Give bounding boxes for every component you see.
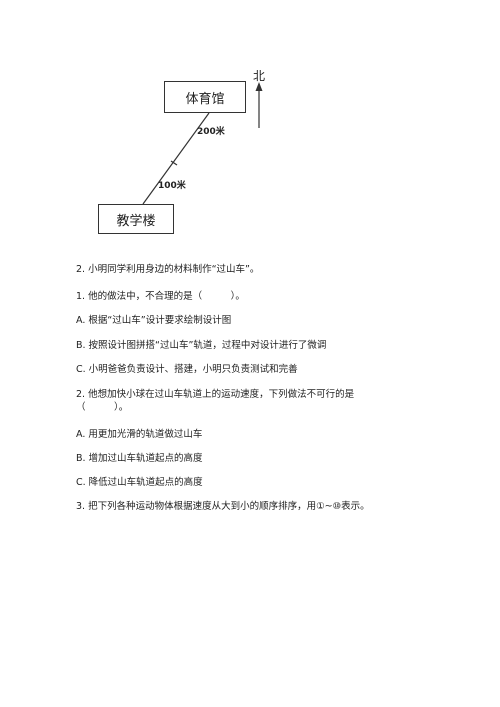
question-2-title: 2. 小明同学利用身边的材料制作“过山车”。 <box>76 264 260 275</box>
gym-box: 体育馆 <box>164 81 246 113</box>
direction-distance-diagram: 体育馆 教学楼 200米 100米 北 <box>0 0 500 245</box>
gym-label: 体育馆 <box>185 91 225 107</box>
question-2-1: 1. 他的做法中，不合理的是（ ）。 <box>76 291 245 302</box>
diagram-lines <box>142 82 263 205</box>
question-2-1-option-a: A. 根据“过山车”设计要求绘制设计图 <box>76 315 232 326</box>
route-line <box>142 112 210 205</box>
teaching-building-label: 教学楼 <box>116 213 156 229</box>
north-label: 北 <box>253 69 266 83</box>
distance-label-lower: 100米 <box>158 181 186 191</box>
question-2-1-option-b: B. 按照设计图拼搭“过山车”轨道，过程中对设计进行了微调 <box>76 340 327 351</box>
scale-tick <box>170 160 178 166</box>
distance-label-upper: 200米 <box>197 127 225 137</box>
question-3: 3. 把下列各种运动物体根据速度从大到小的顺序排序，用①~⑩表示。 <box>76 501 370 512</box>
question-2-2-answer-blank: （ ）。 <box>76 402 129 413</box>
question-2-2: 2. 他想加快小球在过山车轨道上的运动速度，下列做法不可行的是 <box>76 389 355 400</box>
question-2-2-option-c: C. 降低过山车轨道起点的高度 <box>76 477 203 488</box>
question-2-2-option-b: B. 增加过山车轨道起点的高度 <box>76 453 203 464</box>
question-2-2-option-a: A. 用更加光滑的轨道做过山车 <box>76 429 203 440</box>
north-arrow-head <box>255 82 263 91</box>
question-2-1-option-c: C. 小明爸爸负责设计、搭建，小明只负责测试和完善 <box>76 364 298 375</box>
teaching-building-box: 教学楼 <box>98 204 174 234</box>
